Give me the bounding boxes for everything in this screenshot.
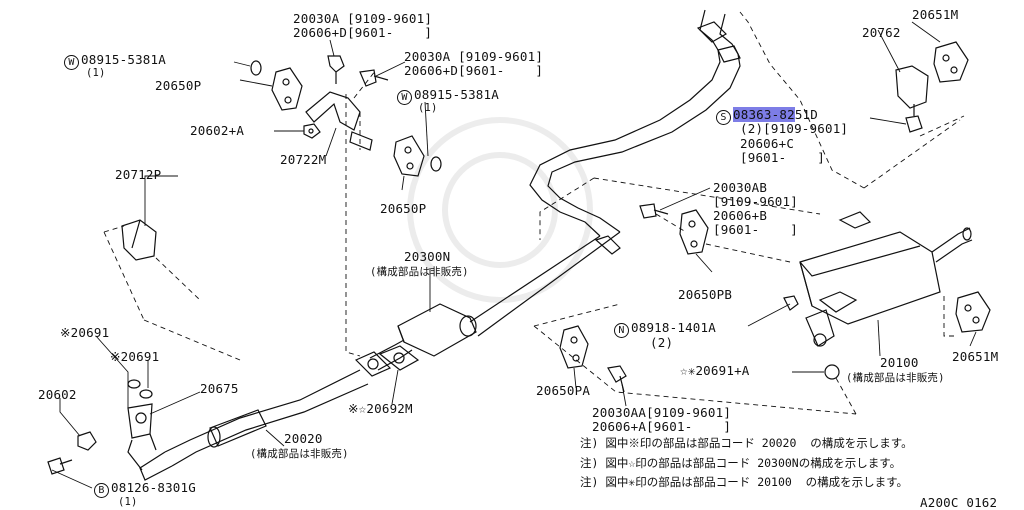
- bolt-symbol: S: [716, 110, 731, 125]
- rubber-20651M-right: [955, 291, 991, 333]
- rubber-20651M-top: [933, 41, 969, 83]
- ring-20691A: [824, 364, 840, 380]
- label-20651M-right: 20651M: [952, 349, 999, 364]
- main-muffler: [799, 211, 973, 347]
- hanger-20650P-left: [271, 67, 303, 111]
- highlighted-part-number: 08363-82: [733, 107, 795, 122]
- label-20602A: 20602+A: [190, 123, 245, 138]
- label-20712P: 20712P: [115, 167, 162, 182]
- label-08918-qty: (2): [650, 335, 674, 350]
- pre-muffler: [369, 303, 477, 371]
- label-20606B: 20606+B: [713, 208, 768, 223]
- bolt-08126: [47, 457, 73, 475]
- dashed-reference-lines: [103, 11, 965, 415]
- label-20650P-left: 20650P: [155, 78, 202, 93]
- bracket-20712P: [121, 219, 157, 261]
- note-line-1: 注) 図中※印の部品は部品コード 20020 の構成を示します。: [580, 436, 913, 450]
- bracket-20722M: [305, 91, 373, 151]
- front-pipe: [127, 369, 369, 481]
- label-20691-a: ※20691: [60, 325, 110, 340]
- label-20762: 20762: [862, 25, 901, 40]
- note-line-3: 注) 図中✳印の部品は部品コード 20100 の構成を示します。: [580, 475, 909, 489]
- center-pipe: [469, 9, 741, 337]
- label-20030AB-range: [9109-9601]: [713, 194, 798, 209]
- label-20606C: 20606+C: [740, 136, 795, 151]
- label-20030AA: 20030AA[9109-9601]: [592, 405, 732, 420]
- nut-20602: [77, 431, 97, 451]
- nut-08918: [783, 295, 799, 311]
- diagram-code: A200C 0162: [920, 495, 998, 510]
- bolt-20030A-mid: [359, 69, 389, 87]
- leader-lines: [51, 21, 977, 489]
- label-20691-b: ※20691: [110, 349, 160, 364]
- label-08126-qty: (1): [118, 496, 138, 508]
- label-20606D-mid: 20606+D[9601- ]: [404, 63, 544, 78]
- bolt-20030AB: [639, 203, 669, 219]
- label-20100-note: (構成部品は非販売): [846, 372, 945, 384]
- label-20606A: 20606+A[9601- ]: [592, 419, 732, 434]
- label-20722M: 20722M: [280, 152, 327, 167]
- washer-symbol: W: [397, 90, 412, 105]
- label-20650PA: 20650PA: [536, 383, 591, 398]
- label-20606C-range: [9601- ]: [740, 150, 825, 165]
- label-20030A-mid: 20030A [9109-9601]: [404, 49, 544, 64]
- label-20100: 20100: [880, 355, 919, 370]
- label-08363-qty: (2)[9109-9601]: [740, 121, 849, 136]
- nut-symbol: N: [614, 323, 629, 338]
- label-20651M-top: 20651M: [912, 7, 959, 22]
- label-20675: 20675: [200, 381, 239, 396]
- hanger-20650PA: [559, 325, 589, 369]
- label-20030A-top: 20030A [9109-9601]: [293, 11, 433, 26]
- watermark-emblem: [407, 117, 593, 303]
- label-20606D-top: 20606+D[9601- ]: [293, 25, 433, 40]
- label-08915-mid-qty: (1): [418, 102, 438, 114]
- label-20020: 20020: [284, 431, 323, 446]
- bolt-08363: [905, 104, 923, 133]
- label-20650P-mid: 20650P: [380, 201, 427, 216]
- label-20300N-note: (構成部品は非販売): [370, 266, 469, 278]
- washer-20650P-left: [250, 60, 262, 76]
- label-20030AB: 20030AB: [713, 180, 768, 195]
- label-20692M: ※☆20692M: [348, 401, 413, 416]
- washer-20650P-mid: [430, 156, 442, 172]
- flange-gasket: [354, 345, 420, 377]
- label-20606B-range: [9601- ]: [713, 222, 798, 237]
- label-20602: 20602: [38, 387, 77, 402]
- bracket-20762: [895, 65, 929, 109]
- hanger-20650P-mid: [393, 135, 425, 177]
- bolt-20030AA: [607, 365, 627, 393]
- label-20020-note: (構成部品は非販売): [250, 448, 349, 460]
- washer-symbol: W: [64, 55, 79, 70]
- label-08915-left-qty: (1): [86, 67, 106, 79]
- label-20691A: ☆✳20691+A: [680, 363, 750, 378]
- nut-20602A: [303, 123, 321, 139]
- bolt-symbol: B: [94, 483, 109, 498]
- hanger-20650PB: [679, 209, 709, 255]
- label-20650PB: 20650PB: [678, 287, 733, 302]
- note-line-2: 注) 図中☆印の部品は部品コード 20300Nの構成を示します。: [580, 456, 902, 470]
- label-20300N: 20300N: [404, 249, 451, 264]
- bolt-20030A-top: [327, 55, 345, 84]
